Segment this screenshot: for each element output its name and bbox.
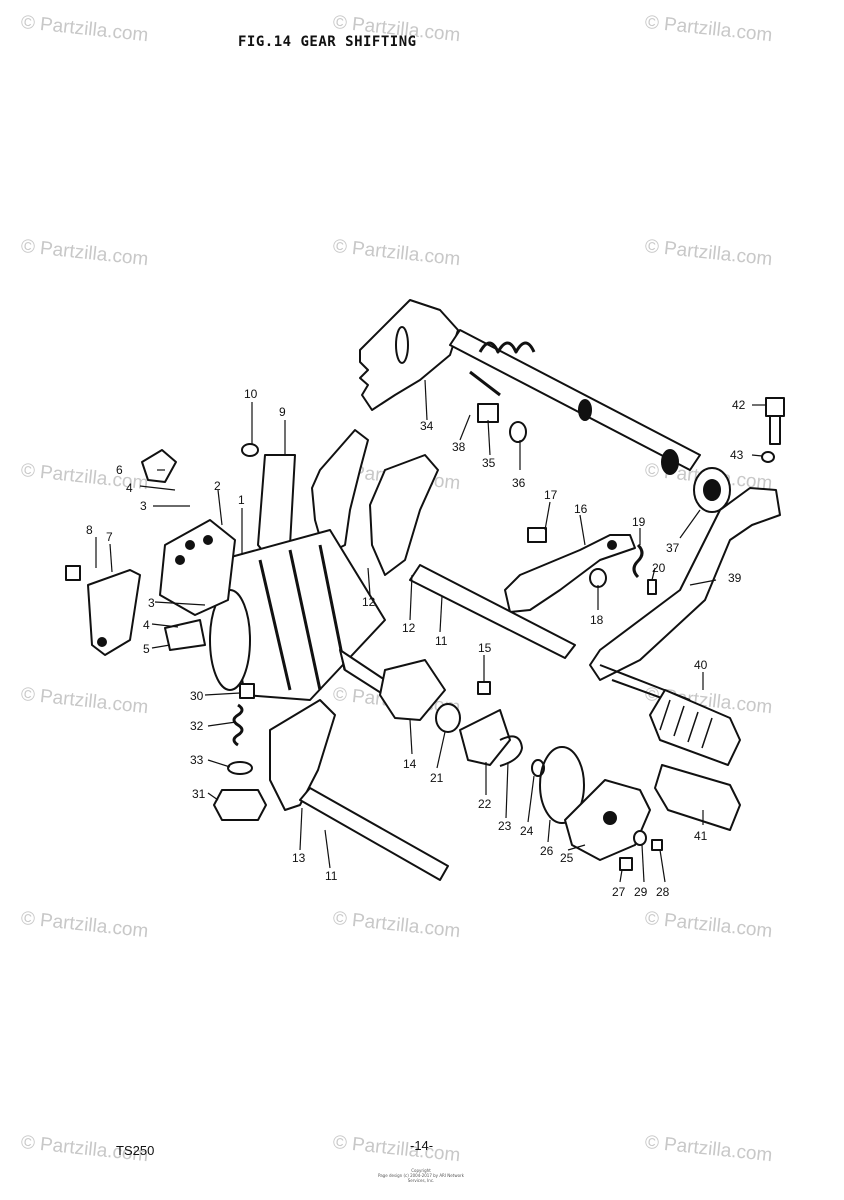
stopper-5 [164, 619, 206, 651]
plate-14 [379, 659, 446, 721]
copyright-line: Copyright [411, 1168, 431, 1173]
page-number: -14- [410, 1138, 434, 1153]
gearshift-lever-39 [589, 487, 781, 681]
callout-5: 5 [143, 642, 150, 656]
callout-18: 18 [590, 613, 604, 627]
callout-12b: 12 [402, 621, 416, 635]
callout-1: 1 [238, 493, 245, 507]
callout-39: 39 [728, 571, 742, 585]
callout-16: 16 [574, 502, 588, 516]
callout-12: 12 [362, 595, 376, 609]
callout-34: 34 [420, 419, 434, 433]
footrest-rubber-40 [649, 689, 741, 766]
callout-24: 24 [520, 824, 534, 838]
bolt-42 [765, 397, 785, 445]
callout-8: 8 [86, 523, 93, 537]
clip-23 [499, 735, 523, 767]
spring-19 [632, 543, 644, 579]
callout-38: 38 [452, 440, 466, 454]
copyright-line: Page design (c) 2004-2017 by ARI Network… [377, 1173, 464, 1183]
stopper-6 [141, 449, 177, 483]
callout-17: 17 [544, 488, 558, 502]
callout-11: 11 [435, 634, 448, 648]
callout-42: 42 [732, 398, 746, 412]
gearshift-cam-drum-1 [209, 529, 401, 706]
plate-7 [87, 569, 141, 656]
cam-guide-22 [459, 709, 511, 766]
callout-11b: 11 [325, 869, 338, 883]
pin-20 [647, 579, 657, 595]
cam-stopper-16-17-18 [504, 527, 636, 613]
gasket-33 [227, 761, 253, 775]
screw-8 [65, 565, 81, 581]
callout-7: 7 [106, 530, 113, 544]
callout-36: 36 [512, 476, 526, 490]
washer-43 [761, 451, 775, 463]
shift-fork-13 [269, 699, 336, 811]
callout-37: 37 [666, 541, 680, 555]
callout-25: 25 [560, 851, 574, 865]
o-ring-26 [539, 746, 585, 824]
callout-20: 20 [652, 561, 666, 575]
callout-6: 6 [116, 463, 123, 477]
callout-29: 29 [634, 885, 648, 899]
callout-27: 27 [612, 885, 626, 899]
callout-32: 32 [190, 719, 204, 733]
callout-43: 43 [730, 448, 744, 462]
screw-27 [619, 857, 633, 871]
callout-9: 9 [279, 405, 286, 419]
figure-title: FIG.14 GEAR SHIFTING [238, 34, 417, 50]
neutral-stopper-30 [239, 683, 255, 699]
rubber-41 [654, 764, 741, 831]
leader-lines [95, 379, 766, 883]
callout-labels: 10 9 2 1 6 4 3 8 7 3 4 5 34 38 35 36 17 … [86, 387, 746, 899]
callout-35: 35 [482, 456, 496, 470]
callout-13: 13 [292, 851, 306, 865]
model-code: TS250 [116, 1143, 155, 1158]
callout-4b: 4 [143, 618, 150, 632]
callout-15: 15 [478, 641, 492, 655]
washer-21 [435, 703, 461, 733]
shift-fork-shaft-11-lower [299, 787, 449, 881]
callout-4: 4 [126, 481, 133, 495]
shift-fork-shaft-11-upper [409, 564, 576, 659]
gearshift-shaft-assembly [359, 299, 701, 475]
callout-41: 41 [694, 829, 708, 843]
callout-33: 33 [190, 753, 204, 767]
callout-3b: 3 [148, 596, 155, 610]
callout-30: 30 [190, 689, 204, 703]
callout-31: 31 [192, 787, 206, 801]
plug-31 [213, 789, 267, 821]
callout-2: 2 [214, 479, 221, 493]
shift-forks-12 [311, 429, 439, 576]
washer-29 [633, 830, 647, 846]
screw-15 [477, 681, 491, 695]
callout-40: 40 [694, 658, 708, 672]
screw-28 [651, 839, 663, 851]
callout-21: 21 [430, 771, 444, 785]
bolt-and-washer-35-36 [477, 403, 527, 443]
callout-22: 22 [478, 797, 492, 811]
callout-23: 23 [498, 819, 512, 833]
callout-14: 14 [403, 757, 417, 771]
spring-32 [232, 703, 244, 747]
callout-26: 26 [540, 844, 554, 858]
callout-3: 3 [140, 499, 147, 513]
callout-10: 10 [244, 387, 258, 401]
drum-end-cam-2 [159, 519, 236, 616]
callout-28: 28 [656, 885, 670, 899]
callout-19: 19 [632, 515, 646, 529]
copyright-notice: Copyright Page design (c) 2004-2017 by A… [376, 1168, 466, 1183]
